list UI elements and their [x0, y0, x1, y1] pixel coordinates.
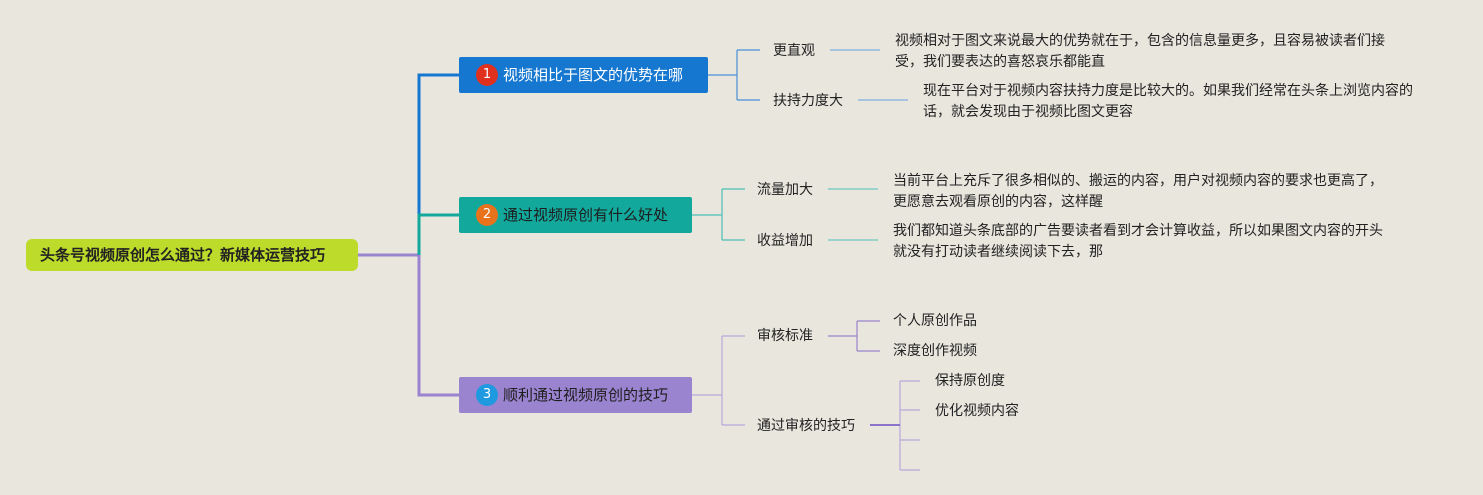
subtopic-1-1-label: 更直观 — [773, 43, 815, 59]
note-2-1-line1: 当前平台上充斥了很多相似的、搬运的内容，用户对视频内容的要求也更高了， — [893, 173, 1383, 189]
item-3-2-1[interactable]: 保持原创度 — [935, 371, 1005, 391]
item-3-2-2-label: 优化视频内容 — [935, 403, 1019, 419]
note-2-1-line2: 更愿意去观看原创的内容，这样醒 — [893, 194, 1103, 210]
connector-b3-subs — [692, 335, 745, 426]
subtopic-1-2-label: 扶持力度大 — [773, 93, 843, 109]
note-1-1-line1: 视频相对于图文来说最大的优势就在于，包含的信息量更多，且容易被读者们接 — [895, 33, 1385, 49]
note-1-1-line2: 受，我们要表达的喜怒哀乐都能直 — [895, 54, 1105, 70]
subtopic-2-2-label: 收益增加 — [757, 233, 813, 249]
subtopic-1-2[interactable]: 扶持力度大 — [773, 91, 843, 111]
item-3-2-2[interactable]: 优化视频内容 — [935, 401, 1019, 421]
subtopic-1-1[interactable]: 更直观 — [773, 41, 815, 61]
subtopic-3-1[interactable]: 审核标准 — [757, 326, 813, 346]
connector-b2-subs — [692, 188, 745, 241]
subtopic-3-2[interactable]: 通过审核的技巧 — [757, 416, 855, 436]
note-1-1[interactable]: 视频相对于图文来说最大的优势就在于，包含的信息量更多，且容易被读者们接 受，我们… — [895, 31, 1385, 73]
item-3-1-2[interactable]: 深度创作视频 — [893, 341, 977, 361]
branch-1-topic[interactable]: 1 视频相比于图文的优势在哪 — [459, 57, 708, 93]
branch-3-topic[interactable]: 3 顺利通过视频原创的技巧 — [459, 377, 692, 413]
note-2-2[interactable]: 我们都知道头条底部的广告要读者看到才会计算收益，所以如果图文内容的开头 就没有打… — [893, 221, 1383, 263]
subtopic-3-2-label: 通过审核的技巧 — [757, 418, 855, 434]
note-1-2-line1: 现在平台对于视频内容扶持力度是比较大的。如果我们经常在头条上浏览内容的 — [923, 83, 1413, 99]
connector-b3-sub1-items — [828, 320, 880, 352]
connector-branch-3 — [417, 255, 459, 397]
note-2-1[interactable]: 当前平台上充斥了很多相似的、搬运的内容，用户对视频内容的要求也更高了， 更愿意去… — [893, 171, 1383, 213]
item-3-1-2-label: 深度创作视频 — [893, 343, 977, 359]
item-3-1-1[interactable]: 个人原创作品 — [893, 311, 977, 331]
connector-b1-subs — [708, 49, 760, 101]
branch-2-topic[interactable]: 2 通过视频原创有什么好处 — [459, 197, 692, 233]
note-1-2-line2: 话，就会发现由于视频比图文更容 — [923, 104, 1133, 120]
branch-2-label: 通过视频原创有什么好处 — [503, 206, 669, 224]
branch-1-label: 视频相比于图文的优势在哪 — [503, 66, 684, 84]
branch-3-label: 顺利通过视频原创的技巧 — [503, 386, 669, 404]
note-2-2-line1: 我们都知道头条底部的广告要读者看到才会计算收益，所以如果图文内容的开头 — [893, 223, 1383, 239]
subtopic-2-1[interactable]: 流量加大 — [757, 180, 813, 200]
connector-branch-2 — [417, 213, 459, 255]
item-3-1-1-label: 个人原创作品 — [893, 313, 977, 329]
root-topic-label: 头条号视频原创怎么通过？新媒体运营技巧 — [40, 246, 326, 264]
number-3-badge: 3 — [476, 384, 498, 406]
note-1-2[interactable]: 现在平台对于视频内容扶持力度是比较大的。如果我们经常在头条上浏览内容的 话，就会… — [923, 81, 1413, 123]
note-2-2-line2: 就没有打动读者继续阅读下去，那 — [893, 244, 1103, 260]
number-1-badge: 1 — [476, 64, 498, 86]
connector-branch-1 — [417, 73, 459, 255]
item-3-2-1-label: 保持原创度 — [935, 373, 1005, 389]
root-topic[interactable]: 头条号视频原创怎么通过？新媒体运营技巧 — [26, 239, 358, 271]
number-2-badge: 2 — [476, 204, 498, 226]
subtopic-2-2[interactable]: 收益增加 — [757, 231, 813, 251]
subtopic-2-1-label: 流量加大 — [757, 182, 813, 198]
subtopic-3-1-label: 审核标准 — [757, 328, 813, 344]
